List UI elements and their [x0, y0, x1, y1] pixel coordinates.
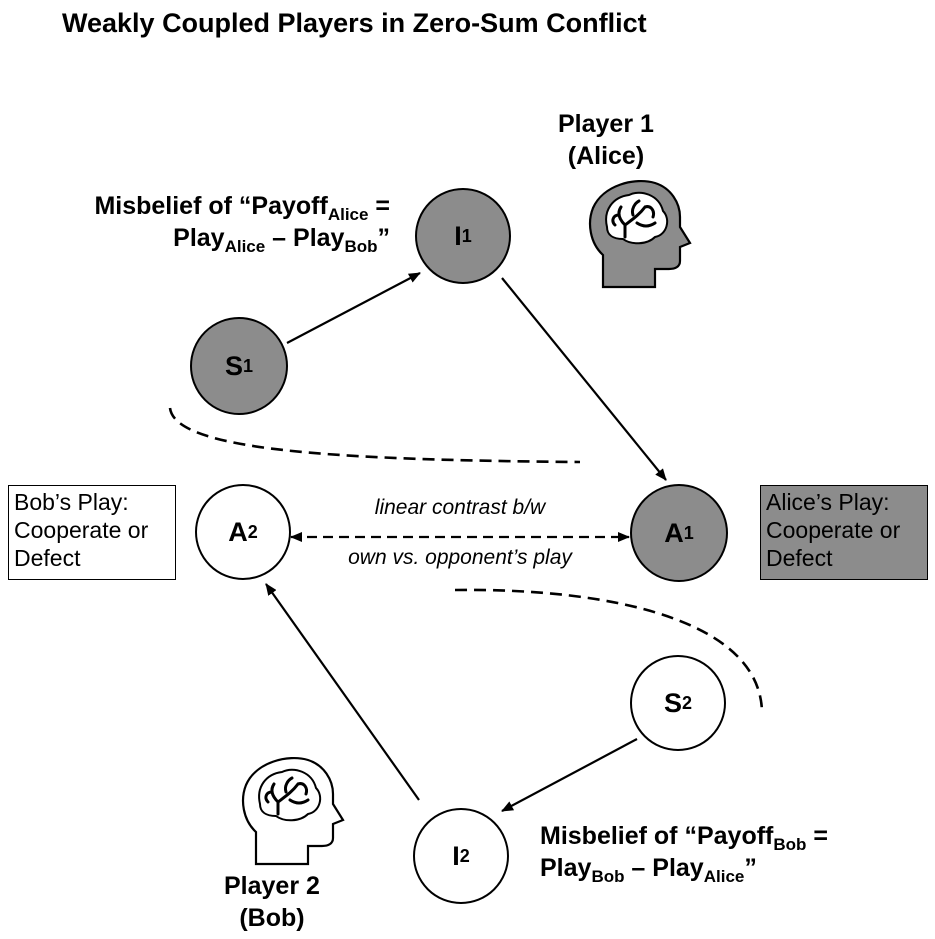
misbelief-alice-line2: PlayAlice – PlayBob”	[173, 224, 390, 256]
misbelief-bob-line1: Misbelief of “PayoffBob =	[540, 822, 828, 854]
contrast-label-bottom: own vs. opponent’s play	[348, 546, 572, 569]
edge-s1-i1	[286, 272, 421, 344]
player1-label: Player 1 (Alice)	[558, 108, 654, 172]
player1-alias: (Alice)	[567, 142, 645, 170]
boundary-curve-lower	[454, 588, 764, 713]
bob-play-line2: Cooperate or	[14, 517, 149, 543]
bob-play-box: Bob’s Play: Cooperate or Defect	[8, 485, 176, 580]
edge-s2-i2	[501, 738, 638, 812]
alice-play-line2: Cooperate or	[766, 517, 901, 543]
misbelief-bob-label: Misbelief of “PayoffBob = PlayBob – Play…	[540, 820, 828, 886]
player2-alias: (Bob)	[239, 904, 305, 932]
diagram-title: Weakly Coupled Players in Zero-Sum Confl…	[62, 8, 647, 38]
misbelief-alice-line1: Misbelief of “PayoffAlice =	[94, 192, 390, 224]
bob-brain-head-icon	[241, 756, 345, 866]
player2-label: Player 2 (Bob)	[224, 870, 320, 934]
boundary-curve-upper	[168, 407, 581, 464]
misbelief-bob-line2: PlayBob – PlayAlice”	[540, 854, 757, 886]
contrast-label-top: linear contrast b/w	[374, 496, 546, 519]
edge-i2-a2	[265, 583, 420, 801]
alice-play-line1: Alice’s Play:	[766, 489, 890, 515]
bob-play-line3: Defect	[14, 545, 81, 571]
alice-play-box: Alice’s Play: Cooperate or Defect	[760, 485, 928, 580]
edge-i1-a1	[501, 277, 667, 481]
player2-name: Player 2	[224, 872, 320, 900]
player1-name: Player 1	[558, 110, 654, 138]
misbelief-alice-label: Misbelief of “PayoffAlice = PlayAlice – …	[22, 190, 390, 256]
bob-play-line1: Bob’s Play:	[14, 489, 129, 515]
alice-brain-head-icon	[588, 179, 692, 289]
alice-play-line3: Defect	[766, 545, 833, 571]
